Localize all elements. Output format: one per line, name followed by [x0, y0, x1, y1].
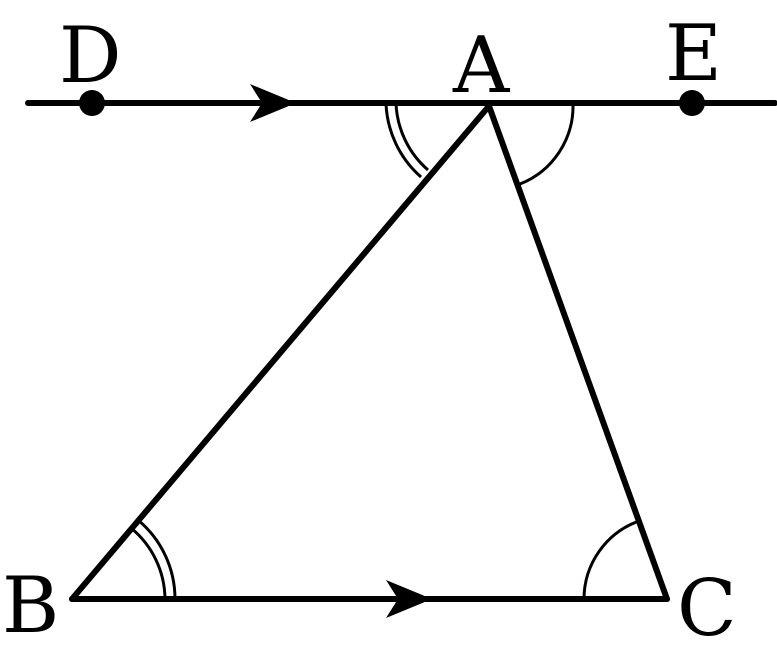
angle-dab-arc-inner: [394, 102, 429, 172]
label-e: E: [665, 9, 722, 99]
parallel-arrow-de: [250, 84, 296, 122]
angle-abc-arc-outer: [137, 518, 177, 600]
label-d: D: [59, 11, 122, 101]
label-b: B: [2, 561, 59, 651]
angle-acb-arc: [582, 519, 640, 600]
side-ac: [486, 103, 670, 602]
angle-dab-arc-outer: [384, 102, 422, 179]
point-e: [679, 90, 705, 116]
angle-eac-arc: [519, 102, 575, 186]
label-a: A: [452, 21, 511, 111]
angle-abc-arc-inner: [130, 526, 167, 600]
side-ab: [69, 103, 492, 602]
parallel-arrow-bc: [386, 580, 432, 618]
point-d: [79, 90, 105, 116]
label-c: C: [677, 564, 737, 654]
